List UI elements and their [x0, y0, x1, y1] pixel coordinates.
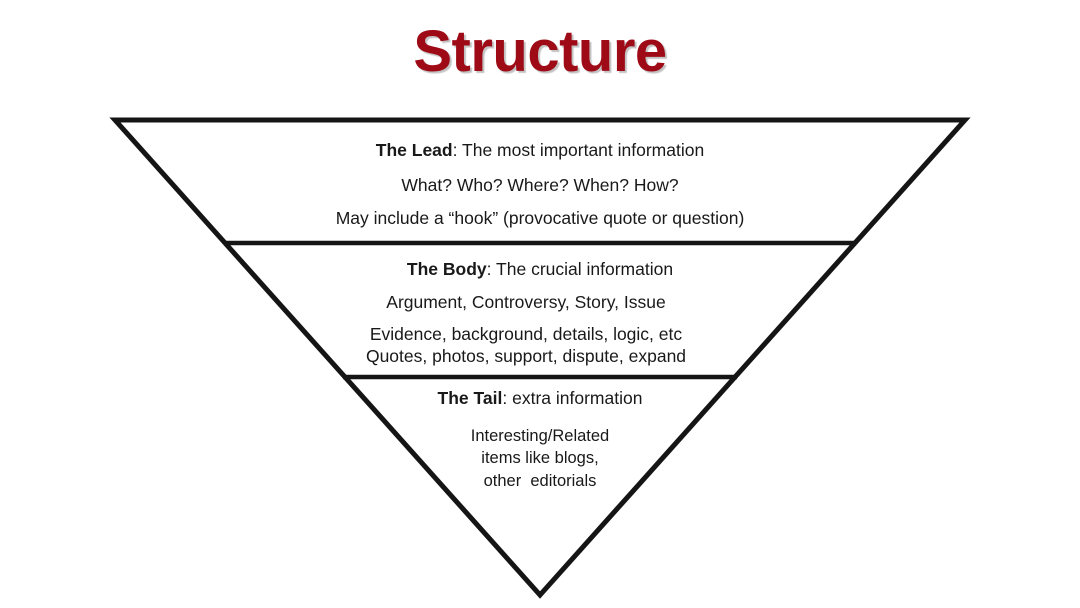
lead-heading: The Lead: The most important information	[0, 140, 1080, 160]
tail-heading: The Tail: extra information	[0, 388, 1080, 408]
body-heading-rest: : The crucial information	[486, 259, 674, 279]
tail-heading-bold: The Tail	[437, 388, 503, 408]
tail-line-2: Interesting/Related	[470, 427, 610, 445]
body-line-2: Argument, Controversy, Story, Issue	[386, 292, 666, 312]
page-title: Structure	[413, 19, 667, 84]
lead-line-3: May include a “hook” (provocative quote …	[335, 208, 745, 228]
tail-line-4: other editorials	[483, 472, 597, 490]
body-heading: The Body: The crucial information	[0, 259, 1080, 279]
body-line-4: Quotes, photos, support, dispute, expand	[365, 346, 687, 366]
pyramid-outline	[109, 117, 971, 599]
lead-heading-rest: : The most important information	[452, 140, 705, 160]
tail-line-3: items like blogs,	[481, 449, 599, 467]
lead-heading-bold: The Lead	[375, 140, 453, 160]
body-line-3: Evidence, background, details, logic, et…	[369, 324, 683, 344]
body-heading-bold: The Body	[406, 259, 487, 279]
lead-line-2: What? Who? Where? When? How?	[401, 175, 679, 195]
tail-heading-rest: : extra information	[502, 388, 643, 408]
